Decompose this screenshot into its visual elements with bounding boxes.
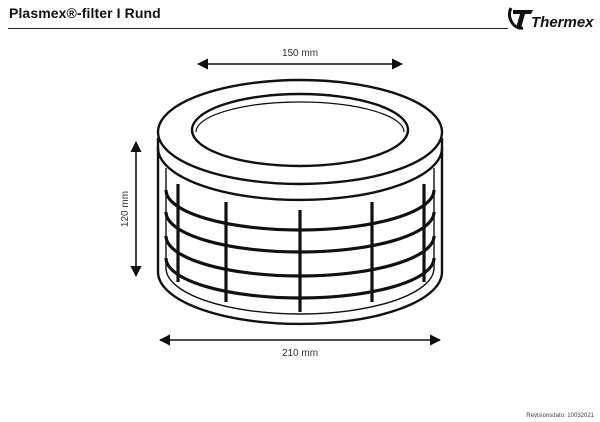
dimension-height: 120 mm — [120, 140, 142, 278]
dimension-bottom-label: 210 mm — [282, 348, 318, 359]
dimension-top-label: 150 mm — [282, 48, 318, 59]
thermex-logo: Thermex — [507, 7, 594, 31]
page-title: Plasmex®-filter I Rund — [9, 5, 161, 21]
dimension-height-label: 120 mm — [120, 191, 131, 227]
logo-mark-icon — [507, 7, 533, 30]
dimension-top: 150 mm — [196, 48, 404, 70]
revision-date: Revisionsdato: 10032021 — [526, 413, 594, 419]
dimension-bottom: 210 mm — [158, 334, 442, 359]
filter-grid — [164, 184, 436, 312]
logo-text: Thermex — [531, 14, 594, 31]
header-rule — [8, 28, 508, 29]
filter-body — [156, 78, 444, 326]
